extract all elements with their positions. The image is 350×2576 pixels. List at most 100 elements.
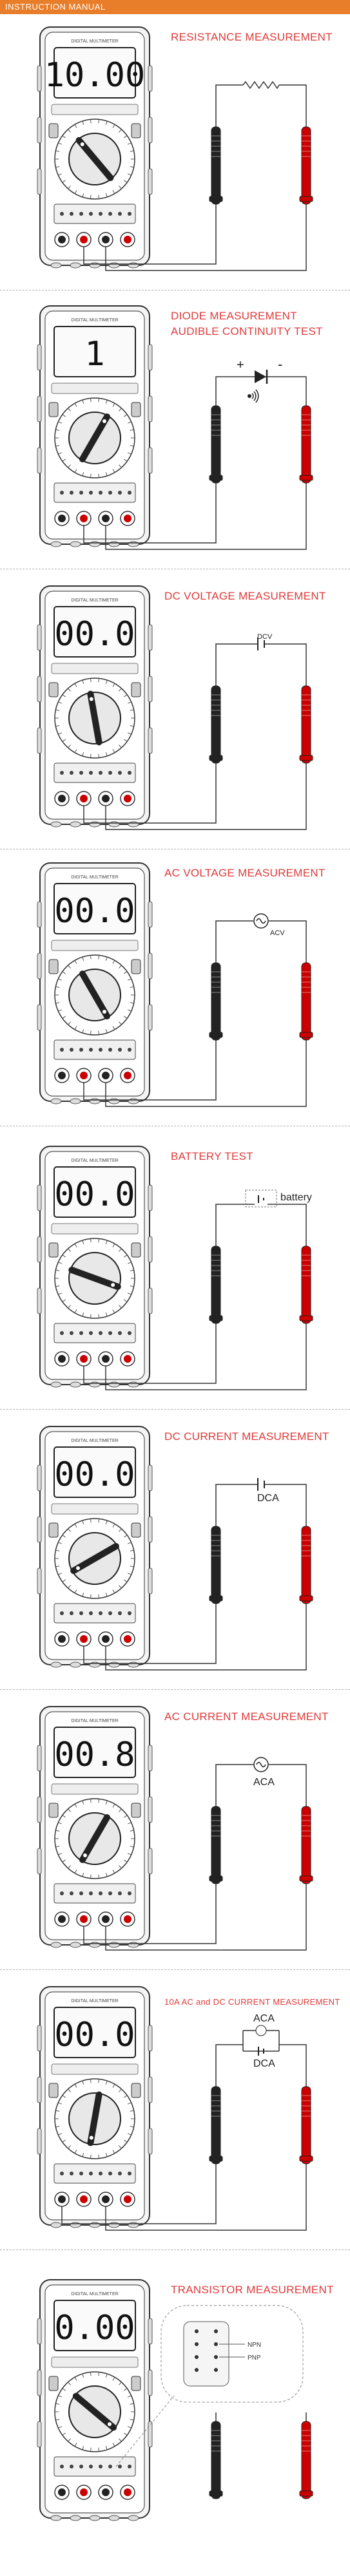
pnp-label: PNP: [248, 2354, 261, 2362]
header-title: INSTRUCTION MANUAL: [5, 2, 106, 12]
circuit: ACV: [215, 913, 307, 954]
circuit: DCA: [215, 1478, 307, 1517]
section-title: AC CURRENT MEASUREMENT: [164, 1710, 329, 1723]
test-probe: [299, 677, 313, 764]
multimeter: DIGITAL MULTIMETER 10.00: [37, 26, 153, 269]
lcd-display: 0.00: [54, 2309, 135, 2347]
circuit: [215, 80, 307, 118]
hold-button[interactable]: [131, 2376, 141, 2391]
lcd-display: 10.00: [44, 56, 146, 95]
circuit: DCV: [215, 633, 307, 677]
test-probe: [299, 397, 313, 484]
test-lead: [83, 483, 217, 544]
lcd-display: 00.0: [54, 892, 135, 931]
test-lead: [105, 1604, 307, 1671]
test-lead: [83, 1884, 217, 1944]
lcd-display: 00.8: [54, 1736, 135, 1774]
section-title: 10A AC and DC CURRENT MEASUREMENT: [164, 1997, 340, 2007]
test-probe: [209, 1517, 223, 1604]
circuit-label: DCV: [257, 633, 273, 641]
hold-button[interactable]: [131, 402, 141, 417]
circuit-label: DCA: [257, 1493, 279, 1504]
test-lead: [105, 763, 307, 830]
lcd-display: 00.0: [54, 2016, 135, 2054]
test-probe: [209, 397, 223, 484]
test-lead: [105, 204, 307, 271]
dca-label: DCA: [253, 2058, 275, 2069]
section-subtitle: AUDIBLE CONTINUITY TEST: [171, 325, 323, 337]
power-button[interactable]: [48, 1242, 59, 1258]
circuit-label: ACV: [270, 929, 285, 937]
power-button[interactable]: [48, 2083, 59, 2098]
test-lead: [105, 483, 307, 550]
test-lead: [105, 1040, 307, 1107]
test-lead: [105, 1323, 307, 1390]
plus-label: +: [237, 358, 244, 372]
power-button[interactable]: [48, 959, 59, 974]
test-lead: [83, 204, 217, 265]
test-probe: [299, 1517, 313, 1604]
battery-icon: [245, 1189, 277, 1208]
hold-button[interactable]: [131, 2083, 141, 2098]
test-probe: [209, 1237, 223, 1324]
test-lead: [83, 1323, 217, 1384]
hold-button[interactable]: [131, 1242, 141, 1258]
section-divider: [0, 2249, 350, 2250]
multimeter: DIGITAL MULTIMETER 0.00: [37, 2279, 153, 2521]
power-button[interactable]: [48, 1522, 59, 1538]
section-title: BATTERY TEST: [171, 1150, 253, 1162]
test-probe: [209, 2078, 223, 2164]
power-button[interactable]: [48, 402, 59, 417]
hold-button[interactable]: [131, 1522, 141, 1538]
meter-brand-label: DIGITAL MULTIMETER: [71, 875, 118, 880]
circuit-label: ACA: [253, 1777, 275, 1788]
meter-brand-label: DIGITAL MULTIMETER: [71, 1999, 118, 2003]
power-button[interactable]: [48, 682, 59, 697]
meter-brand-label: DIGITAL MULTIMETER: [71, 1439, 118, 1443]
hold-button[interactable]: [131, 959, 141, 974]
test-lead: [105, 2164, 307, 2231]
test-lead: [83, 1040, 217, 1101]
hold-button[interactable]: [131, 682, 141, 697]
test-probe: [209, 1797, 223, 1884]
test-lead: [61, 2164, 217, 2224]
npn-label: NPN: [248, 2342, 261, 2349]
meter-brand-label: DIGITAL MULTIMETER: [71, 1159, 118, 1163]
test-probe: [299, 1797, 313, 1884]
aca-label: ACA: [253, 2013, 275, 2024]
section-illustration: DIGITAL MULTIMETER 00.0 ACA DCA: [37, 1986, 313, 2231]
test-lead: [83, 1604, 217, 1664]
resistor-symbol: [242, 80, 280, 90]
hold-button[interactable]: [131, 1803, 141, 1818]
power-button[interactable]: [48, 1803, 59, 1818]
section-title: DC CURRENT MEASUREMENT: [164, 1430, 329, 1443]
section-title: DC VOLTAGE MEASUREMENT: [164, 590, 326, 602]
section-illustration: DIGITAL MULTIMETER 10.00: [37, 26, 313, 271]
meter-brand-label: DIGITAL MULTIMETER: [71, 318, 118, 323]
test-lead: [83, 763, 217, 824]
test-probe: [299, 1237, 313, 1324]
section-title: DIODE MEASUREMENT: [171, 310, 297, 322]
power-button[interactable]: [48, 2376, 59, 2391]
multimeter: DIGITAL MULTIMETER 00.0: [37, 1986, 153, 2228]
meter-brand-label: DIGITAL MULTIMETER: [71, 39, 118, 44]
multimeter: DIGITAL MULTIMETER 00.0: [37, 862, 153, 1104]
lcd-display: 00.0: [54, 1455, 135, 1494]
power-button[interactable]: [48, 123, 59, 138]
minus-label: -: [278, 356, 282, 372]
multimeter: DIGITAL MULTIMETER 00.0: [37, 1426, 153, 1668]
meter-brand-label: DIGITAL MULTIMETER: [71, 2292, 118, 2297]
section-title: AC VOLTAGE MEASUREMENT: [164, 867, 326, 879]
hold-button[interactable]: [131, 123, 141, 138]
header-bar: INSTRUCTION MANUAL: [0, 0, 350, 14]
